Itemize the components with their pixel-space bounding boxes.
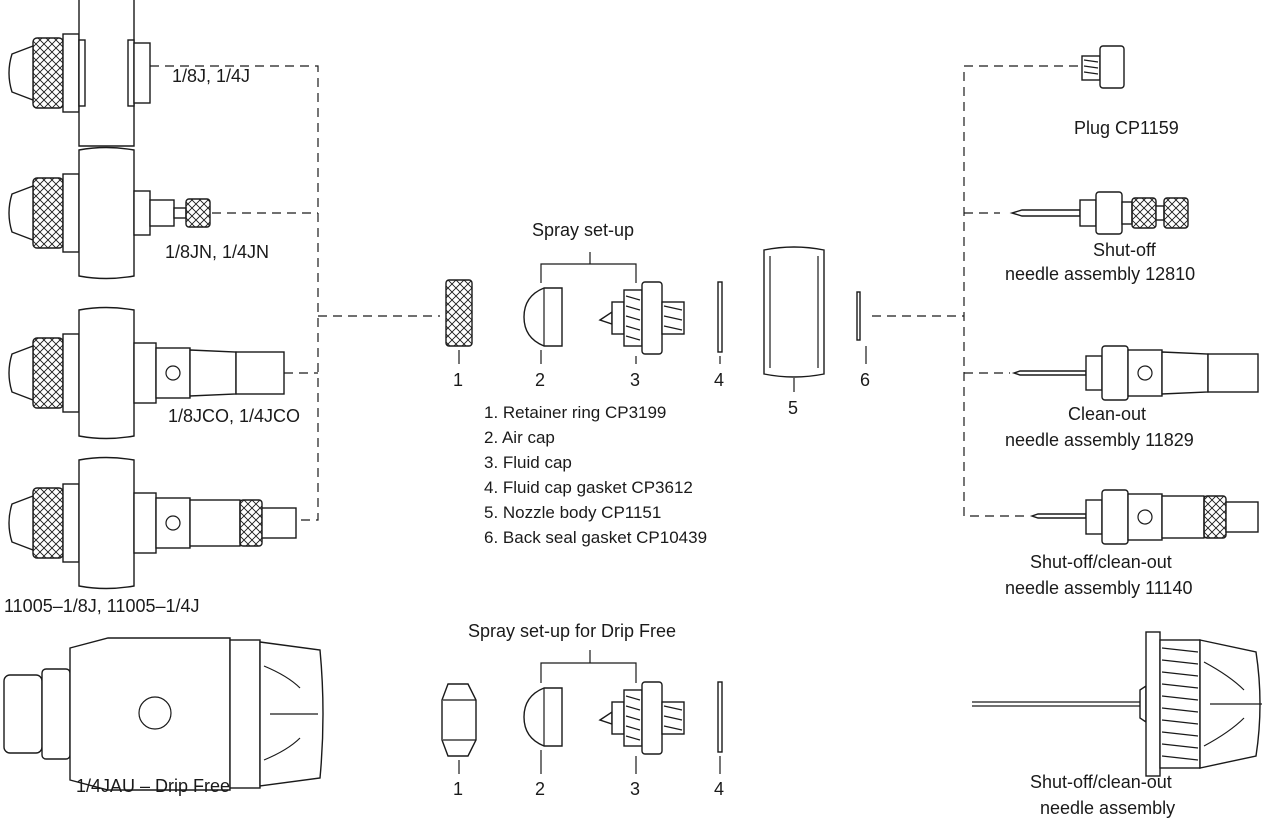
variant-1-8j-drawing	[8, 0, 151, 147]
parts-legend: 1. Retainer ring CP3199 2. Air cap 3. Fl…	[484, 403, 707, 547]
drip-free-gasket-part	[717, 681, 723, 753]
drip-free-part-number-1: 1	[453, 779, 463, 799]
variant-11005-drawing	[8, 456, 297, 590]
back-seal-gasket-part	[856, 291, 861, 341]
part-number-5: 5	[788, 398, 798, 418]
variant-1-4jau-drip-free-drawing	[3, 637, 324, 791]
drip-free-needle-assembly-drawing	[972, 631, 1262, 777]
variant-1-8jn-drawing	[8, 146, 211, 280]
shut-off-needle-drawing	[1009, 191, 1189, 235]
clean-out-needle-label-line1: Clean-out	[1068, 404, 1146, 424]
shut-off-clean-out-label-line1: Shut-off/clean-out	[1030, 552, 1172, 572]
part-number-2: 2	[535, 370, 545, 390]
nozzle-body-part	[763, 246, 825, 378]
spray-setup-title: Spray set-up	[532, 220, 634, 240]
left-connector-lines	[150, 65, 440, 521]
air-cap-part	[523, 287, 563, 347]
variant-label-1-8jn: 1/8JN, 1/4JN	[165, 242, 269, 262]
shut-off-needle-label-line2: needle assembly 12810	[1005, 264, 1195, 284]
drip-free-part-number-2: 2	[535, 779, 545, 799]
legend-item: 2. Air cap	[484, 428, 555, 447]
part-number-1: 1	[453, 370, 463, 390]
legend-item: 1. Retainer ring CP3199	[484, 403, 666, 422]
legend-item: 5. Nozzle body CP1151	[484, 503, 661, 522]
plug-label: Plug CP1159	[1074, 118, 1179, 138]
drip-free-needle-label-line1: Shut-off/clean-out	[1030, 772, 1172, 792]
shut-off-clean-out-label-line2: needle assembly 11140	[1005, 578, 1192, 598]
variant-label-1-8jco: 1/8JCO, 1/4JCO	[168, 406, 300, 426]
drip-free-air-cap-part	[523, 687, 563, 747]
drip-free-retainer-part	[441, 683, 477, 757]
shut-off-needle-label-line1: Shut-off	[1093, 240, 1157, 260]
fluid-cap-part	[598, 281, 685, 355]
drip-free-leaders	[458, 750, 721, 774]
plug-part	[1081, 45, 1125, 89]
drip-free-bracket	[540, 650, 637, 683]
variant-label-11005: 11005–1/8J, 11005–1/4J	[4, 596, 200, 616]
shut-off-clean-out-needle-drawing	[1029, 489, 1259, 545]
variant-label-1-8j: 1/8J, 1/4J	[172, 66, 250, 86]
legend-item: 6. Back seal gasket CP10439	[484, 528, 707, 547]
part-number-6: 6	[860, 370, 870, 390]
fluid-cap-gasket-part	[717, 281, 723, 353]
legend-item: 4. Fluid cap gasket CP3612	[484, 478, 693, 497]
drip-free-needle-label-line2: needle assembly	[1040, 798, 1175, 818]
drip-free-setup-title: Spray set-up for Drip Free	[468, 621, 676, 641]
part-number-3: 3	[630, 370, 640, 390]
part-number-4: 4	[714, 370, 724, 390]
drip-free-part-number-4: 4	[714, 779, 724, 799]
retainer-ring-part	[445, 279, 473, 347]
spray-setup-leaders	[458, 346, 867, 392]
right-connector-lines	[872, 65, 1078, 517]
variant-label-1-4jau: 1/4JAU – Drip Free	[76, 776, 230, 796]
legend-item: 3. Fluid cap	[484, 453, 572, 472]
drip-free-fluid-cap-part	[598, 681, 685, 755]
spray-setup-bracket	[540, 252, 637, 283]
variant-1-8jco-drawing	[8, 306, 285, 440]
clean-out-needle-drawing	[1011, 345, 1259, 401]
clean-out-needle-label-line2: needle assembly 11829	[1005, 430, 1194, 450]
drip-free-part-number-3: 3	[630, 779, 640, 799]
